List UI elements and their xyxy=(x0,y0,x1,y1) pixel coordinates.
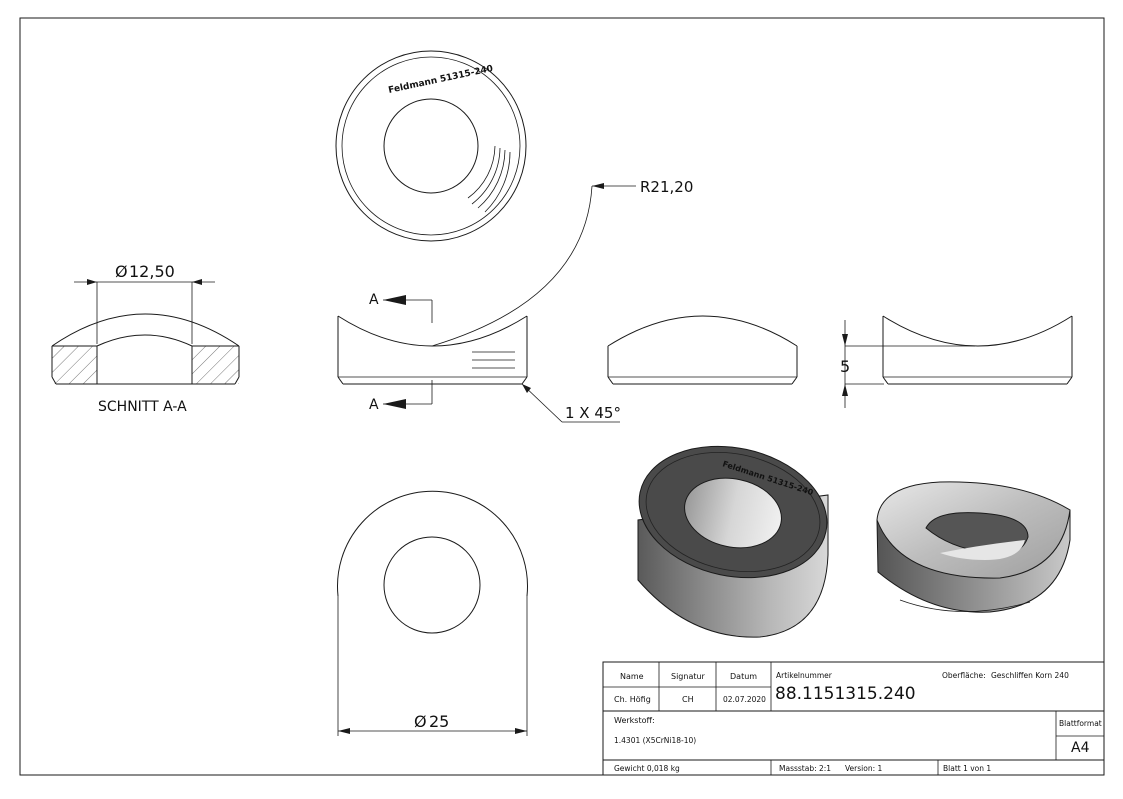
bottom-view: Ø 25 xyxy=(337,490,528,736)
dimension-hole-diameter: 12,50 xyxy=(129,262,175,281)
artikelnummer-label: Artikelnummer xyxy=(776,671,833,680)
blattformat-label: Blattformat xyxy=(1059,719,1102,728)
top-view: Feldmann 51315-240 xyxy=(335,50,527,242)
version-text: Version: 1 xyxy=(845,764,882,773)
diameter-symbol-outer: Ø xyxy=(414,712,427,731)
blatt-text: Blatt 1 von 1 xyxy=(943,764,991,773)
oberflaeche-label: Oberfläche: xyxy=(942,671,986,680)
werkstoff-value: 1.4301 (X5CrNi18-10) xyxy=(614,736,696,745)
section-marker-top: A xyxy=(369,292,379,308)
isometric-view-bottom xyxy=(876,481,1071,613)
dimension-radius: R21,20 xyxy=(640,178,693,196)
isometric-view-top: Feldmann 51315-240 xyxy=(637,445,829,638)
gewicht-text: Gewicht 0,018 kg xyxy=(614,764,680,773)
dimension-chamfer: 1 X 45° xyxy=(565,404,621,422)
signatur-value: CH xyxy=(682,695,694,704)
massstab-text: Massstab: 2:1 xyxy=(779,764,831,773)
side-view-concave: 5 xyxy=(840,315,1073,408)
dimension-height: 5 xyxy=(840,357,850,376)
section-label: SCHNITT A-A xyxy=(98,399,187,415)
signatur-label: Signatur xyxy=(671,672,706,681)
werkstoff-label: Werkstoff: xyxy=(614,716,655,725)
section-marker-bottom: A xyxy=(369,397,379,413)
blattformat-value: A4 xyxy=(1071,740,1090,756)
front-view: R21,20 A A 1 X 45° xyxy=(337,178,693,423)
artikelnummer-value: 88.1151315.240 xyxy=(775,684,916,704)
side-view-convex xyxy=(607,315,798,385)
sheet-border xyxy=(19,17,1105,776)
datum-value: 02.07.2020 xyxy=(723,695,766,704)
engraving-text-top: Feldmann 51315-240 xyxy=(388,64,494,96)
section-view: Ø 12,50 SCHNITT A-A xyxy=(51,262,240,415)
datum-label: Datum xyxy=(730,672,757,681)
name-value: Ch. Höfig xyxy=(614,695,651,704)
dimension-outer-diameter: 25 xyxy=(429,712,449,731)
oberflaeche-value: Geschliffen Korn 240 xyxy=(991,671,1069,680)
name-label: Name xyxy=(620,672,644,681)
title-block: Name Signatur Datum Ch. Höfig CH 02.07.2… xyxy=(602,661,1105,776)
diameter-symbol-hole: Ø xyxy=(115,262,128,281)
